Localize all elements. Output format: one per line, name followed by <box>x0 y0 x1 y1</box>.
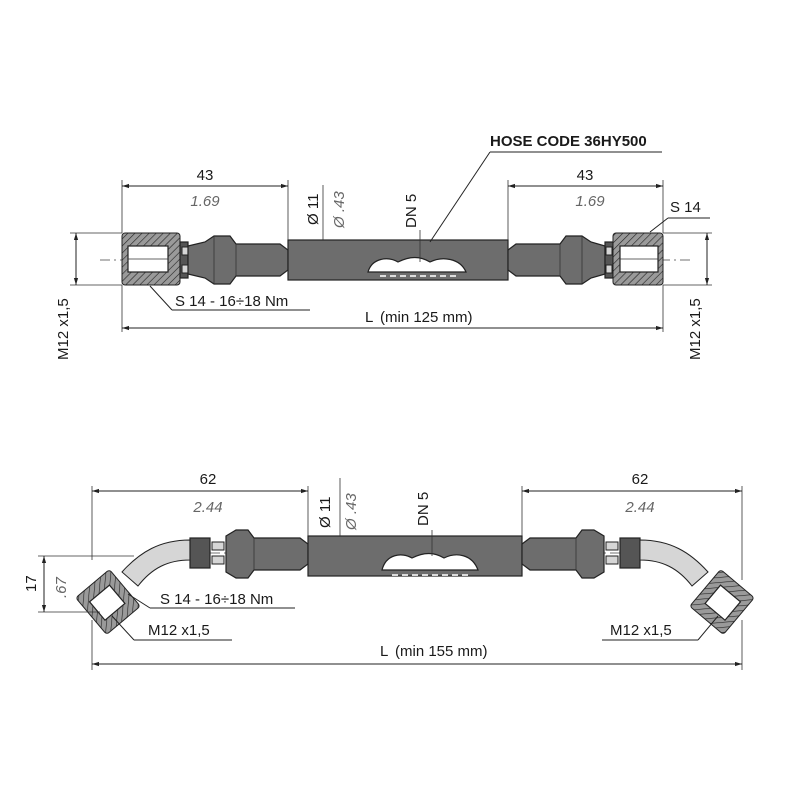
bottom-od-in: Ø .43 <box>343 493 360 531</box>
top-s14-label: S 14 <box>670 199 701 216</box>
top-hose-code: HOSE CODE 36HY500 <box>490 133 647 150</box>
top-right-length-mm: 43 <box>577 167 594 184</box>
bottom-dn: DN 5 <box>415 492 432 526</box>
top-thread-right: M12 x1,5 <box>687 298 704 360</box>
bottom-right-elbow <box>639 539 754 634</box>
bottom-left-elbow <box>76 539 191 634</box>
bottom-length-note: (min 155 mm) <box>395 643 488 660</box>
bottom-thread-right: M12 x1,5 <box>610 622 672 639</box>
bottom-left-socket <box>189 529 309 579</box>
bottom-right-length-mm: 62 <box>632 471 649 488</box>
bottom-torque-label: S 14 - 16÷18 Nm <box>160 591 273 608</box>
top-left-nut <box>121 232 189 286</box>
top-right-nut <box>604 232 664 286</box>
bottom-right-length-in: 2.44 <box>624 499 654 516</box>
top-right-socket <box>507 235 606 285</box>
bottom-hose-body <box>307 535 523 577</box>
top-length-note: (min 125 mm) <box>380 309 473 326</box>
top-od-mm: Ø 11 <box>305 194 322 225</box>
top-left-length-mm: 43 <box>197 167 214 184</box>
bottom-left-length-in: 2.44 <box>192 499 222 516</box>
top-thread-left: M12 x1,5 <box>55 298 72 360</box>
bottom-offset-mm: 17 <box>23 575 40 592</box>
top-torque-label: S 14 - 16÷18 Nm <box>175 293 288 310</box>
top-dn: DN 5 <box>403 194 420 228</box>
bottom-offset-in: .67 <box>53 576 70 598</box>
top-hose-body <box>287 239 509 281</box>
bottom-thread-left: M12 x1,5 <box>148 622 210 639</box>
bottom-length: L <box>380 643 388 660</box>
top-right-length-in: 1.69 <box>575 193 605 210</box>
top-hose-assembly: 43 1.69 43 1.69 Ø 11 Ø .43 DN 5 HOSE COD… <box>55 133 712 360</box>
bottom-left-length-mm: 62 <box>200 471 217 488</box>
bottom-hose-assembly: 62 2.44 62 2.44 Ø 11 Ø .43 DN 5 17 .67 S… <box>23 471 754 670</box>
top-left-length-in: 1.69 <box>190 193 220 210</box>
top-od-in: Ø .43 <box>331 191 348 229</box>
bottom-right-socket <box>521 529 641 579</box>
bottom-od-mm: Ø 11 <box>317 497 334 528</box>
top-left-socket <box>187 235 289 285</box>
top-length: L <box>365 309 373 326</box>
